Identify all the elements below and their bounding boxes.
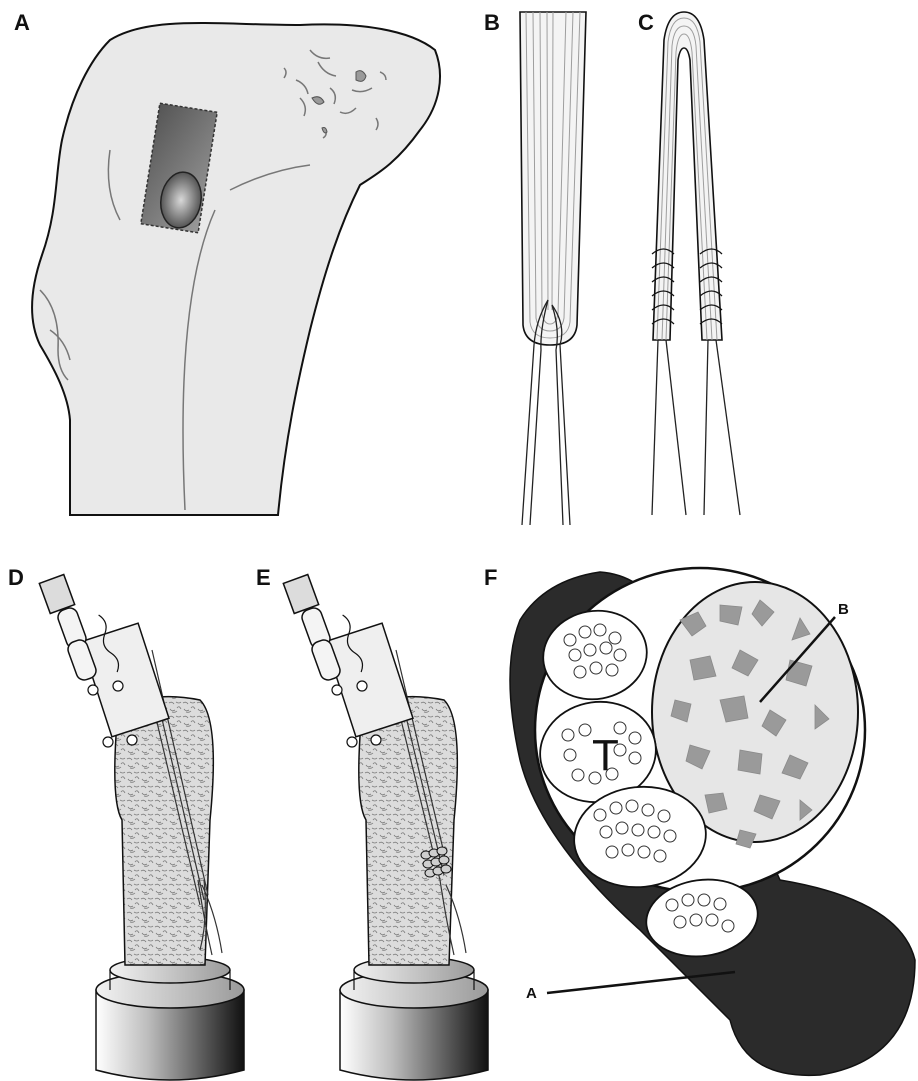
tendon-label: T	[592, 731, 619, 780]
graft-label: B	[838, 601, 849, 618]
panel-f-letter: F	[484, 565, 497, 590]
panel-d-letter: D	[8, 565, 24, 590]
panel-b-letter: B	[484, 10, 500, 35]
panel-a: A	[14, 10, 440, 515]
panel-c: C	[638, 10, 740, 515]
panel-e-letter: E	[256, 565, 271, 590]
actuator-link-e	[283, 575, 342, 683]
panel-f: F	[484, 565, 915, 1075]
panel-e: E	[256, 565, 488, 1080]
suture-strands-c	[652, 340, 740, 515]
testing-base-d	[96, 957, 244, 1080]
panel-d: D	[8, 565, 244, 1080]
whipstitched-graft-end-e	[421, 847, 451, 877]
panel-b: B	[484, 10, 586, 525]
actuator-link-d	[39, 575, 98, 683]
dark-region-label: A	[526, 985, 537, 1002]
panel-a-letter: A	[14, 10, 30, 35]
proximal-tibia-outline	[32, 23, 440, 515]
testing-base-e	[340, 957, 488, 1080]
panel-c-letter: C	[638, 10, 654, 35]
